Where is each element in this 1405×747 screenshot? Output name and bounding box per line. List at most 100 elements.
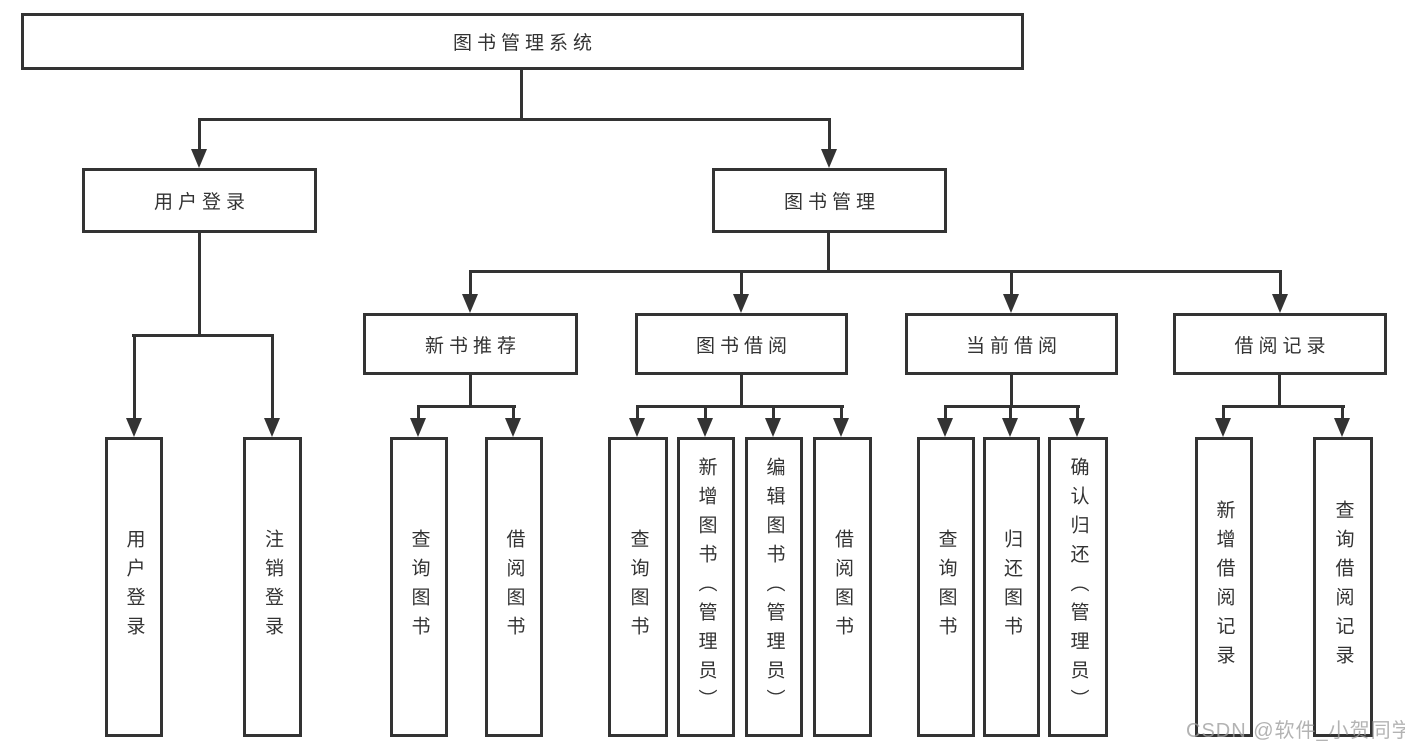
- node-br-add-borrow-record: 新增借阅记录: [1195, 437, 1253, 737]
- node-bb-add-books-admin: 新增图书（管理员）: [677, 437, 735, 737]
- connector-arrow-down: [1215, 407, 1232, 437]
- arrowhead-down-icon: [505, 418, 521, 437]
- node-user-login: 用户登录: [82, 168, 317, 233]
- connector-arrow-down: [1003, 272, 1020, 313]
- connector-line: [1279, 272, 1282, 295]
- connector-line: [469, 374, 472, 406]
- node-new-book-recommend: 新书推荐: [363, 313, 578, 375]
- connector-line: [944, 405, 1080, 408]
- connector-arrow-down: [1069, 407, 1086, 437]
- node-label: 用户登录: [123, 529, 145, 645]
- connector-arrow-down: [733, 272, 750, 313]
- arrowhead-down-icon: [1215, 418, 1231, 437]
- node-label: 图书管理: [783, 192, 880, 213]
- connector-arrow-down: [1272, 272, 1289, 313]
- connector-arrow-down: [821, 120, 838, 168]
- connector-line: [772, 407, 775, 419]
- arrowhead-down-icon: [1069, 418, 1085, 437]
- arrowhead-down-icon: [937, 418, 953, 437]
- connector-arrow-down: [937, 407, 954, 437]
- node-cb-confirm-return-admin: 确认归还（管理员）: [1048, 437, 1108, 737]
- connector-line: [740, 374, 743, 406]
- arrowhead-down-icon: [126, 418, 142, 437]
- arrowhead-down-icon: [462, 294, 478, 313]
- arrowhead-down-icon: [1272, 294, 1288, 313]
- connector-line: [520, 69, 523, 119]
- connector-arrow-down: [191, 120, 208, 168]
- node-logout-action: 注销登录: [243, 437, 302, 737]
- connector-line: [1010, 374, 1013, 406]
- connector-line: [827, 233, 830, 271]
- connector-line: [469, 270, 1282, 273]
- connector-line: [1222, 407, 1225, 419]
- node-label: 用户登录: [153, 192, 250, 213]
- node-label: 借阅记录: [1234, 335, 1331, 357]
- node-nb-borrow-books: 借阅图书: [485, 437, 543, 737]
- arrowhead-down-icon: [410, 418, 426, 437]
- connector-arrow-down: [833, 407, 850, 437]
- connector-line: [1009, 407, 1012, 419]
- connector-arrow-down: [462, 272, 479, 313]
- connector-line: [636, 405, 844, 408]
- node-cb-query-books: 查询图书: [917, 437, 975, 737]
- connector-line: [636, 407, 639, 419]
- arrowhead-down-icon: [765, 418, 781, 437]
- connector-arrow-down: [126, 336, 143, 437]
- node-label: 归还图书: [1001, 529, 1022, 645]
- node-borrowing-records: 借阅记录: [1173, 313, 1387, 375]
- node-book-management: 图书管理: [712, 168, 947, 233]
- connector-line: [198, 233, 201, 335]
- node-label: 查询图书: [935, 529, 957, 645]
- connector-line: [417, 405, 516, 408]
- csdn-watermark: CSDN @软件_小贺同学: [1186, 720, 1405, 742]
- connector-arrow-down: [765, 407, 782, 437]
- connector-arrow-down: [1334, 407, 1351, 437]
- connector-line: [704, 407, 707, 419]
- arrowhead-down-icon: [1003, 294, 1019, 313]
- connector-arrow-down: [505, 407, 522, 437]
- node-book-borrowing: 图书借阅: [635, 313, 848, 375]
- connector-line: [1010, 272, 1013, 295]
- arrowhead-down-icon: [264, 418, 280, 437]
- connector-arrow-down: [1002, 407, 1019, 437]
- node-bb-query-books: 查询图书: [608, 437, 668, 737]
- connector-line: [944, 407, 947, 419]
- node-current-borrowing: 当前借阅: [905, 313, 1118, 375]
- node-label: 借阅图书: [832, 529, 853, 645]
- connector-line: [271, 336, 274, 419]
- node-label: 注销登录: [262, 529, 283, 645]
- arrowhead-down-icon: [1002, 418, 1018, 437]
- node-cb-return-books: 归还图书: [983, 437, 1040, 737]
- connector-arrow-down: [629, 407, 646, 437]
- node-label: 图书借阅: [695, 335, 792, 357]
- connector-line: [1341, 407, 1344, 419]
- connector-line: [469, 272, 472, 295]
- connector-line: [132, 334, 274, 337]
- node-user-login-action: 用户登录: [105, 437, 163, 737]
- node-label: 借阅图书: [503, 529, 525, 645]
- node-label: 新增图书（管理员）: [695, 456, 717, 718]
- node-label: 编辑图书（管理员）: [763, 456, 785, 718]
- connector-line: [1076, 407, 1079, 419]
- node-library-management-system: 图书管理系统: [21, 13, 1024, 70]
- node-label: 查询图书: [408, 529, 430, 645]
- connector-line: [198, 120, 201, 150]
- arrowhead-down-icon: [1334, 418, 1350, 437]
- node-nb-query-books: 查询图书: [390, 437, 448, 737]
- node-label: 查询图书: [627, 529, 649, 645]
- node-br-query-borrow-record: 查询借阅记录: [1313, 437, 1373, 737]
- node-label: 新增借阅记录: [1213, 500, 1235, 674]
- connector-line: [1222, 405, 1345, 408]
- node-label: 确认归还（管理员）: [1067, 456, 1089, 718]
- connector-line: [840, 407, 843, 419]
- connector-line: [133, 336, 136, 419]
- connector-arrow-down: [410, 407, 427, 437]
- connector-arrow-down: [264, 336, 281, 437]
- connector-line: [1278, 374, 1281, 406]
- arrowhead-down-icon: [821, 149, 837, 168]
- node-label: 查询借阅记录: [1332, 500, 1354, 674]
- arrowhead-down-icon: [629, 418, 645, 437]
- node-bb-borrow-books: 借阅图书: [813, 437, 872, 737]
- connector-line: [417, 407, 420, 419]
